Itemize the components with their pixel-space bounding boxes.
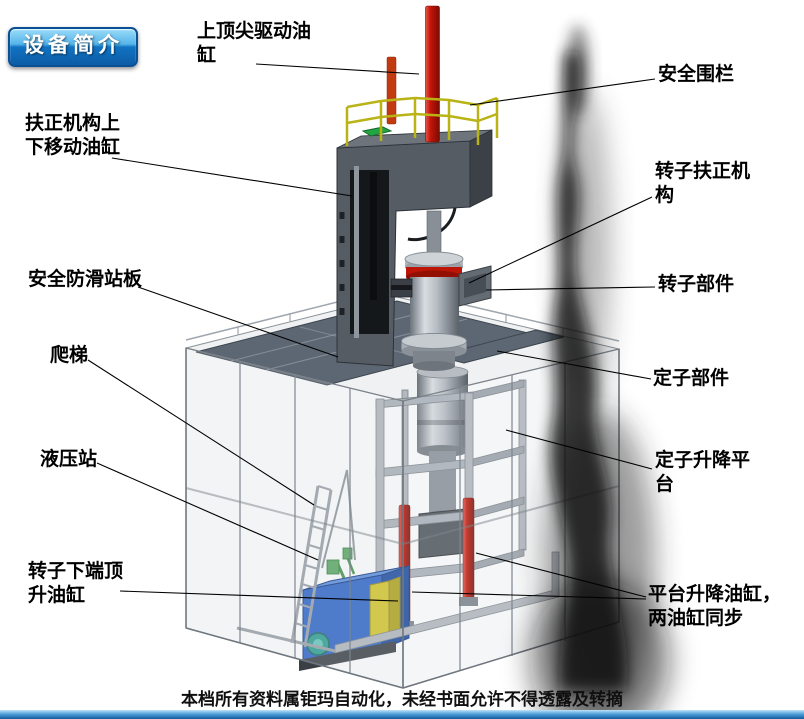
label-antislip-platform: 安全防滑站板 xyxy=(28,269,143,290)
leader-platform-cylinders-b xyxy=(411,591,647,600)
press-column xyxy=(336,126,493,367)
leader-stator-lift-platform xyxy=(505,429,653,470)
label-platform-lifting-cylinders: 平台升降油缸，两油缸同步 xyxy=(648,584,782,629)
platform-lift-cylinder-right xyxy=(459,497,478,606)
top-drive-cylinder-rod xyxy=(386,5,440,143)
leader-safety-fence xyxy=(469,78,656,106)
leader-hydraulic-station xyxy=(96,462,319,561)
confidentiality-notice: 本档所有资料属钜玛自动化，未经书面允许不得透露及转摘 xyxy=(181,690,623,709)
label-centering-cylinder: 扶正机构上下移动油缸 xyxy=(25,113,121,158)
label-rotor-centering-mechanism: 转子扶正机构 xyxy=(655,161,751,206)
label-stator-part: 定子部件 xyxy=(653,368,730,389)
leader-rotor-part xyxy=(485,286,656,291)
leader-top-drive-cylinder xyxy=(255,63,420,75)
label-hydraulic-station: 液压站 xyxy=(40,449,98,470)
slide-title-badge: 设备简介 xyxy=(8,27,138,67)
label-ladder: 爬梯 xyxy=(50,345,89,366)
leader-centering-cylinder xyxy=(111,157,353,197)
leader-rotor-centering xyxy=(468,196,653,284)
label-top-drive-cylinder: 上顶尖驱动油缸 xyxy=(197,21,312,66)
leader-ladder xyxy=(87,359,315,506)
bottom-accent-bar xyxy=(0,710,804,719)
label-stator-lifting-platform: 定子升降平台 xyxy=(655,450,751,495)
label-rotor-part: 转子部件 xyxy=(658,274,735,295)
leader-rotor-jack-cylinder xyxy=(119,590,399,602)
leader-antislip-platform xyxy=(137,286,339,358)
label-rotor-jack-cylinder: 转子下端顶升油缸 xyxy=(28,561,124,606)
leader-platform-cylinders-a xyxy=(475,552,647,598)
smoke-shadow xyxy=(530,25,670,719)
rotor-assembly xyxy=(401,210,467,371)
label-safety-fence: 安全围栏 xyxy=(658,64,735,85)
leader-lines xyxy=(87,63,656,602)
ladder-graphic xyxy=(290,469,356,648)
leader-stator-part xyxy=(496,350,652,380)
safety-fence-railing xyxy=(345,96,499,146)
